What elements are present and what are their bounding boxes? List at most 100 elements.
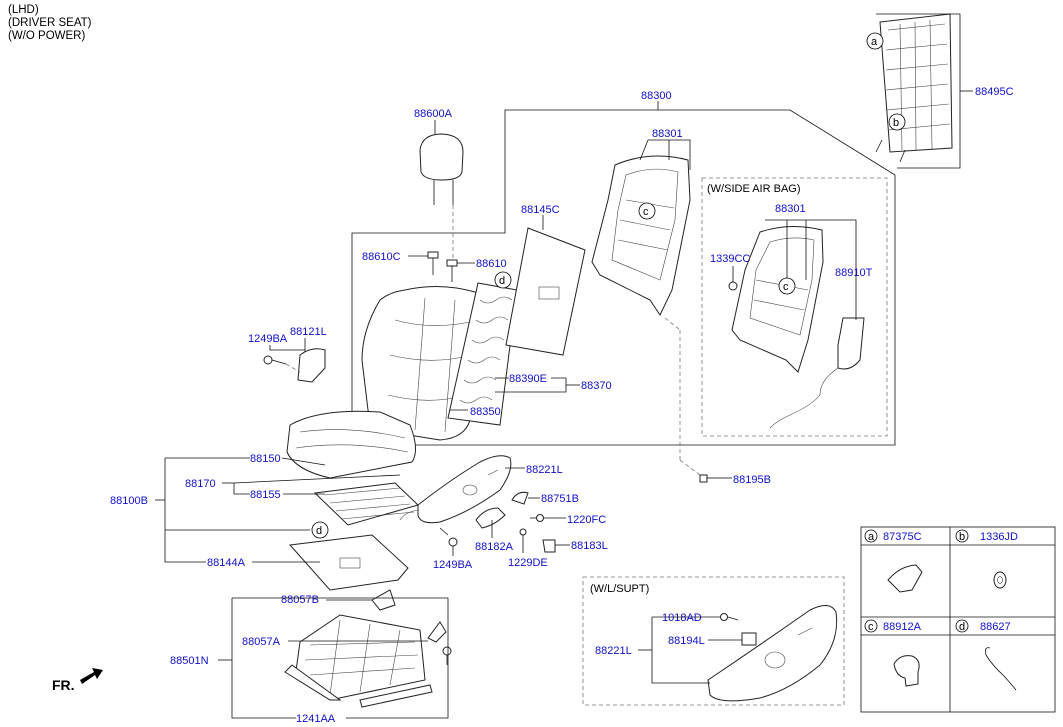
label-1220fc[interactable]: 1220FC	[567, 514, 606, 526]
bracket-88057b	[371, 589, 396, 611]
label-1229de[interactable]: 1229DE	[508, 557, 548, 569]
label-88183l[interactable]: 88183L	[571, 540, 608, 552]
bracket-88057a	[427, 621, 447, 643]
label-88100b[interactable]: 88100B	[110, 495, 148, 507]
legend-d-part[interactable]: 88627	[980, 621, 1011, 633]
back-panel-88495c	[875, 13, 953, 163]
callout-a	[866, 32, 884, 50]
label-88390e[interactable]: 88390E	[509, 373, 547, 385]
back-board-88145c	[505, 227, 586, 356]
callout-a-text: a	[871, 36, 878, 48]
nut-1339cc	[728, 281, 738, 291]
callout-c-airbag	[778, 277, 796, 295]
side-airbag-title: (W/SIDE AIR BAG)	[707, 183, 801, 195]
label-88301-airbag[interactable]: 88301	[775, 203, 806, 215]
screw-1249ba-a	[263, 355, 301, 373]
side-shield-88221l	[417, 455, 512, 524]
label-1249ba-b[interactable]: 1249BA	[433, 559, 473, 571]
label-88300[interactable]: 88300	[641, 90, 672, 102]
airbag-frame-88301	[731, 226, 824, 373]
side-airbag-module-88910t	[769, 317, 865, 429]
label-88170[interactable]: 88170	[185, 478, 216, 490]
cushion-heater-88155	[313, 482, 419, 526]
clip-88912a	[893, 655, 920, 687]
callout-d-cushion-text: d	[316, 525, 322, 537]
legend-c-part[interactable]: 88912A	[883, 621, 922, 633]
bolt-88195b	[699, 474, 720, 483]
bolt-1241aa	[442, 646, 452, 665]
knob-88194l	[741, 632, 757, 646]
label-88350[interactable]: 88350	[470, 406, 501, 418]
grommet-1336jd	[993, 571, 1007, 589]
front-arrow-icon	[80, 668, 103, 684]
label-88121l[interactable]: 88121L	[290, 326, 327, 338]
label-88370[interactable]: 88370	[581, 380, 612, 392]
seat-cushion-88150	[286, 410, 416, 479]
callout-c-frame	[638, 202, 656, 220]
cushion-board-88144a	[288, 534, 409, 591]
legend-d-key: d	[959, 621, 965, 633]
cushion-frame-88501n	[284, 614, 433, 708]
label-1018ad[interactable]: 1018AD	[662, 612, 702, 624]
side-shield-wl	[707, 605, 838, 702]
label-88501n[interactable]: 88501N	[170, 655, 209, 667]
label-1249ba-a[interactable]: 1249BA	[248, 333, 288, 345]
legend-table	[860, 526, 1056, 713]
wire-hook-88627	[985, 647, 1017, 691]
label-88195b[interactable]: 88195B	[733, 474, 771, 486]
header-wo-power: (W/O POWER)	[8, 30, 86, 42]
side-cover-88121l	[297, 348, 326, 383]
legend-b-part[interactable]: 1336JD	[980, 531, 1018, 543]
label-88194l[interactable]: 88194L	[668, 635, 705, 647]
label-88751b[interactable]: 88751B	[541, 493, 579, 505]
headrest-guide-88610c	[427, 251, 439, 275]
label-88495c[interactable]: 88495C	[975, 86, 1014, 98]
legend-c-key: c	[868, 621, 874, 633]
legend-c-circle	[864, 619, 878, 633]
headrest-88600a	[419, 133, 464, 260]
callout-d-top	[494, 271, 512, 289]
front-label: FR.	[52, 677, 75, 693]
header-lhd: (LHD)	[8, 4, 39, 16]
label-88600a[interactable]: 88600A	[414, 108, 453, 120]
side-airbag-box	[701, 177, 888, 437]
callout-c-frame-text: c	[643, 206, 649, 218]
callout-d-cushion	[311, 521, 329, 539]
screw-1220fc	[530, 514, 544, 522]
label-88155[interactable]: 88155	[250, 489, 281, 501]
clip-87375c	[887, 564, 923, 593]
backrest-assembly-box	[351, 109, 896, 446]
legend-a-part[interactable]: 87375C	[883, 531, 922, 543]
legend-b-circle	[955, 529, 969, 543]
label-88150[interactable]: 88150	[250, 453, 281, 465]
screw-1018ad	[720, 613, 739, 621]
callout-c-airbag-text: c	[783, 281, 789, 293]
label-1339cc[interactable]: 1339CC	[710, 253, 750, 265]
wl-supt-box	[582, 576, 845, 706]
wl-supt-title: (W/L/SUPT)	[590, 583, 649, 595]
label-88057b[interactable]: 88057B	[281, 594, 319, 606]
header-driver-seat: (DRIVER SEAT)	[8, 17, 92, 29]
label-88910t[interactable]: 88910T	[835, 267, 873, 279]
label-88610c[interactable]: 88610C	[362, 251, 401, 263]
label-88221l-wl[interactable]: 88221L	[595, 645, 632, 657]
lever-88751b	[511, 491, 529, 505]
screw-1229de	[519, 528, 527, 553]
label-88610[interactable]: 88610	[476, 258, 507, 270]
label-88145c[interactable]: 88145C	[521, 204, 560, 216]
legend-a-key: a	[868, 531, 875, 543]
callout-b	[888, 113, 906, 131]
label-88221l[interactable]: 88221L	[526, 464, 563, 476]
callout-d-top-text: d	[499, 275, 505, 287]
legend-a-circle	[864, 529, 878, 543]
label-88144a[interactable]: 88144A	[207, 557, 246, 569]
wire-harness	[399, 509, 419, 521]
label-88301[interactable]: 88301	[652, 128, 683, 140]
label-88182a[interactable]: 88182A	[475, 541, 514, 553]
label-88057a[interactable]: 88057A	[242, 636, 281, 648]
heater-mat	[447, 282, 518, 426]
label-1241aa[interactable]: 1241AA	[296, 713, 336, 725]
backrest-frame-88301	[591, 155, 691, 317]
headrest-guide-88610	[446, 259, 458, 282]
